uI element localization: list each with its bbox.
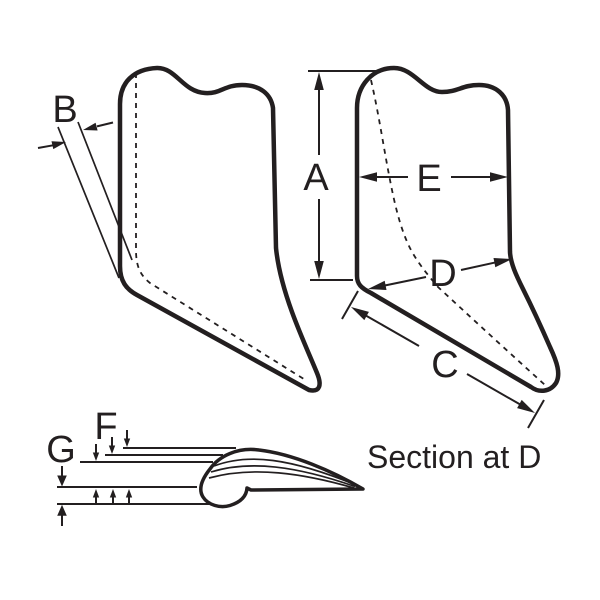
dimension-d: D bbox=[368, 253, 512, 295]
dim-a-arrow-up bbox=[314, 72, 324, 90]
dim-b-leader-right bbox=[96, 121, 114, 128]
dim-e-arrow-right bbox=[490, 172, 508, 182]
dim-b-extension-outer bbox=[57, 126, 120, 279]
section-profile bbox=[199, 447, 365, 509]
dim-a-arrow-down bbox=[314, 261, 324, 279]
dim-e-arrow-left bbox=[359, 172, 377, 182]
dim-b-leader-left bbox=[37, 144, 54, 149]
dim-label-e: E bbox=[416, 158, 441, 200]
dim-label-f: F bbox=[94, 406, 117, 448]
dimension-e: E bbox=[359, 158, 508, 200]
dim-d-line-right bbox=[460, 261, 497, 271]
dim-f-arrows bbox=[92, 430, 131, 461]
dim-b-arrow-left bbox=[51, 141, 66, 150]
section-caption: Section at D bbox=[367, 439, 541, 475]
dim-label-d: D bbox=[429, 253, 456, 295]
dim-label-b: B bbox=[52, 89, 77, 131]
dim-b-arrow-right bbox=[83, 122, 98, 131]
section-up-arrows bbox=[92, 489, 133, 503]
section-view: F G bbox=[46, 406, 365, 526]
dim-label-c: C bbox=[431, 344, 458, 386]
front-view bbox=[117, 65, 322, 393]
side-view-outline bbox=[354, 65, 561, 393]
dim-c-line-left bbox=[365, 314, 420, 347]
dim-d-arrow-right bbox=[493, 258, 512, 268]
dim-d-arrow-left bbox=[368, 280, 387, 290]
dimension-c: C bbox=[341, 290, 545, 429]
front-view-outline bbox=[117, 65, 322, 393]
section-lamination-2 bbox=[210, 465, 356, 488]
dim-label-g: G bbox=[46, 429, 76, 471]
section-lamination-3 bbox=[208, 471, 355, 489]
dimension-a: A bbox=[303, 70, 383, 281]
dimension-b: B bbox=[37, 89, 133, 279]
dim-b-extension-inner bbox=[77, 121, 133, 261]
front-view-fold-line bbox=[135, 73, 308, 382]
dim-g-arrows bbox=[57, 466, 67, 526]
dim-label-a: A bbox=[303, 157, 329, 199]
section-lamination-1 bbox=[213, 458, 357, 486]
dim-d-line-left bbox=[382, 276, 427, 287]
dim-c-arrow-right bbox=[517, 399, 535, 413]
dim-c-line-right bbox=[466, 373, 521, 406]
dim-c-tick-right bbox=[527, 399, 545, 429]
dim-c-arrow-left bbox=[351, 307, 369, 321]
side-view bbox=[354, 65, 561, 393]
dim-c-tick-left bbox=[341, 290, 359, 320]
